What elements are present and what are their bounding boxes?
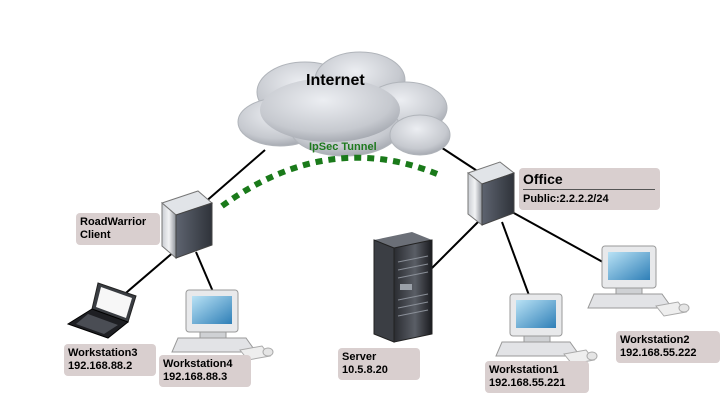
- link-roadwarrior-workstation3: [119, 249, 177, 299]
- internet-label: Internet: [306, 72, 365, 89]
- workstation2-ip: 192.168.55.222: [620, 347, 697, 359]
- laptop-icon: [66, 282, 137, 339]
- office-public-ip: Public:2.2.2.2/24: [523, 193, 609, 205]
- office-divider: [523, 189, 655, 190]
- office-label: Office Public:2.2.2.2/24: [519, 168, 660, 210]
- workstation4-label: Workstation4 192.168.88.3: [159, 355, 251, 387]
- workstation1-name: Workstation1: [489, 364, 559, 376]
- office-router-icon: [466, 161, 516, 227]
- workstation1-label: Workstation1 192.168.55.221: [485, 361, 589, 393]
- roadwarrior-label: RoadWarrior Client: [76, 213, 160, 245]
- workstation3-name: Workstation3: [68, 347, 138, 359]
- roadwarrior-label-line1: RoadWarrior: [80, 216, 147, 228]
- desktop-pc-icon-workstation2: [587, 245, 690, 317]
- desktop-pc-icon-workstation1: [495, 293, 598, 365]
- internet-cloud: [237, 51, 451, 157]
- workstation3-ip: 192.168.88.2: [68, 360, 133, 372]
- server-name: Server: [342, 351, 377, 363]
- server-label: Server 10.5.8.20: [338, 348, 420, 380]
- server-ip: 10.5.8.20: [342, 364, 388, 376]
- link-roadwarrior-workstation4: [195, 251, 215, 295]
- server-tower-icon: [373, 232, 433, 343]
- workstation1-ip: 192.168.55.221: [489, 377, 566, 389]
- ipsec-tunnel-arc: [220, 154, 444, 209]
- link-office-workstation2: [511, 211, 611, 267]
- roadwarrior-label-line2: Client: [80, 229, 111, 241]
- workstation3-label: Workstation3 192.168.88.2: [64, 344, 156, 376]
- ipsec-tunnel-label: IpSec Tunnel: [309, 141, 377, 153]
- link-office-workstation1: [501, 221, 531, 299]
- workstation4-ip: 192.168.88.3: [163, 371, 228, 383]
- roadwarrior-router-icon: [161, 190, 213, 260]
- link-office-server: [431, 221, 479, 269]
- workstation2-name: Workstation2: [620, 334, 690, 346]
- workstation4-name: Workstation4: [163, 358, 233, 370]
- workstation2-label: Workstation2 192.168.55.222: [616, 331, 720, 363]
- desktop-pc-icon-workstation4: [171, 289, 274, 361]
- office-title: Office: [523, 171, 563, 187]
